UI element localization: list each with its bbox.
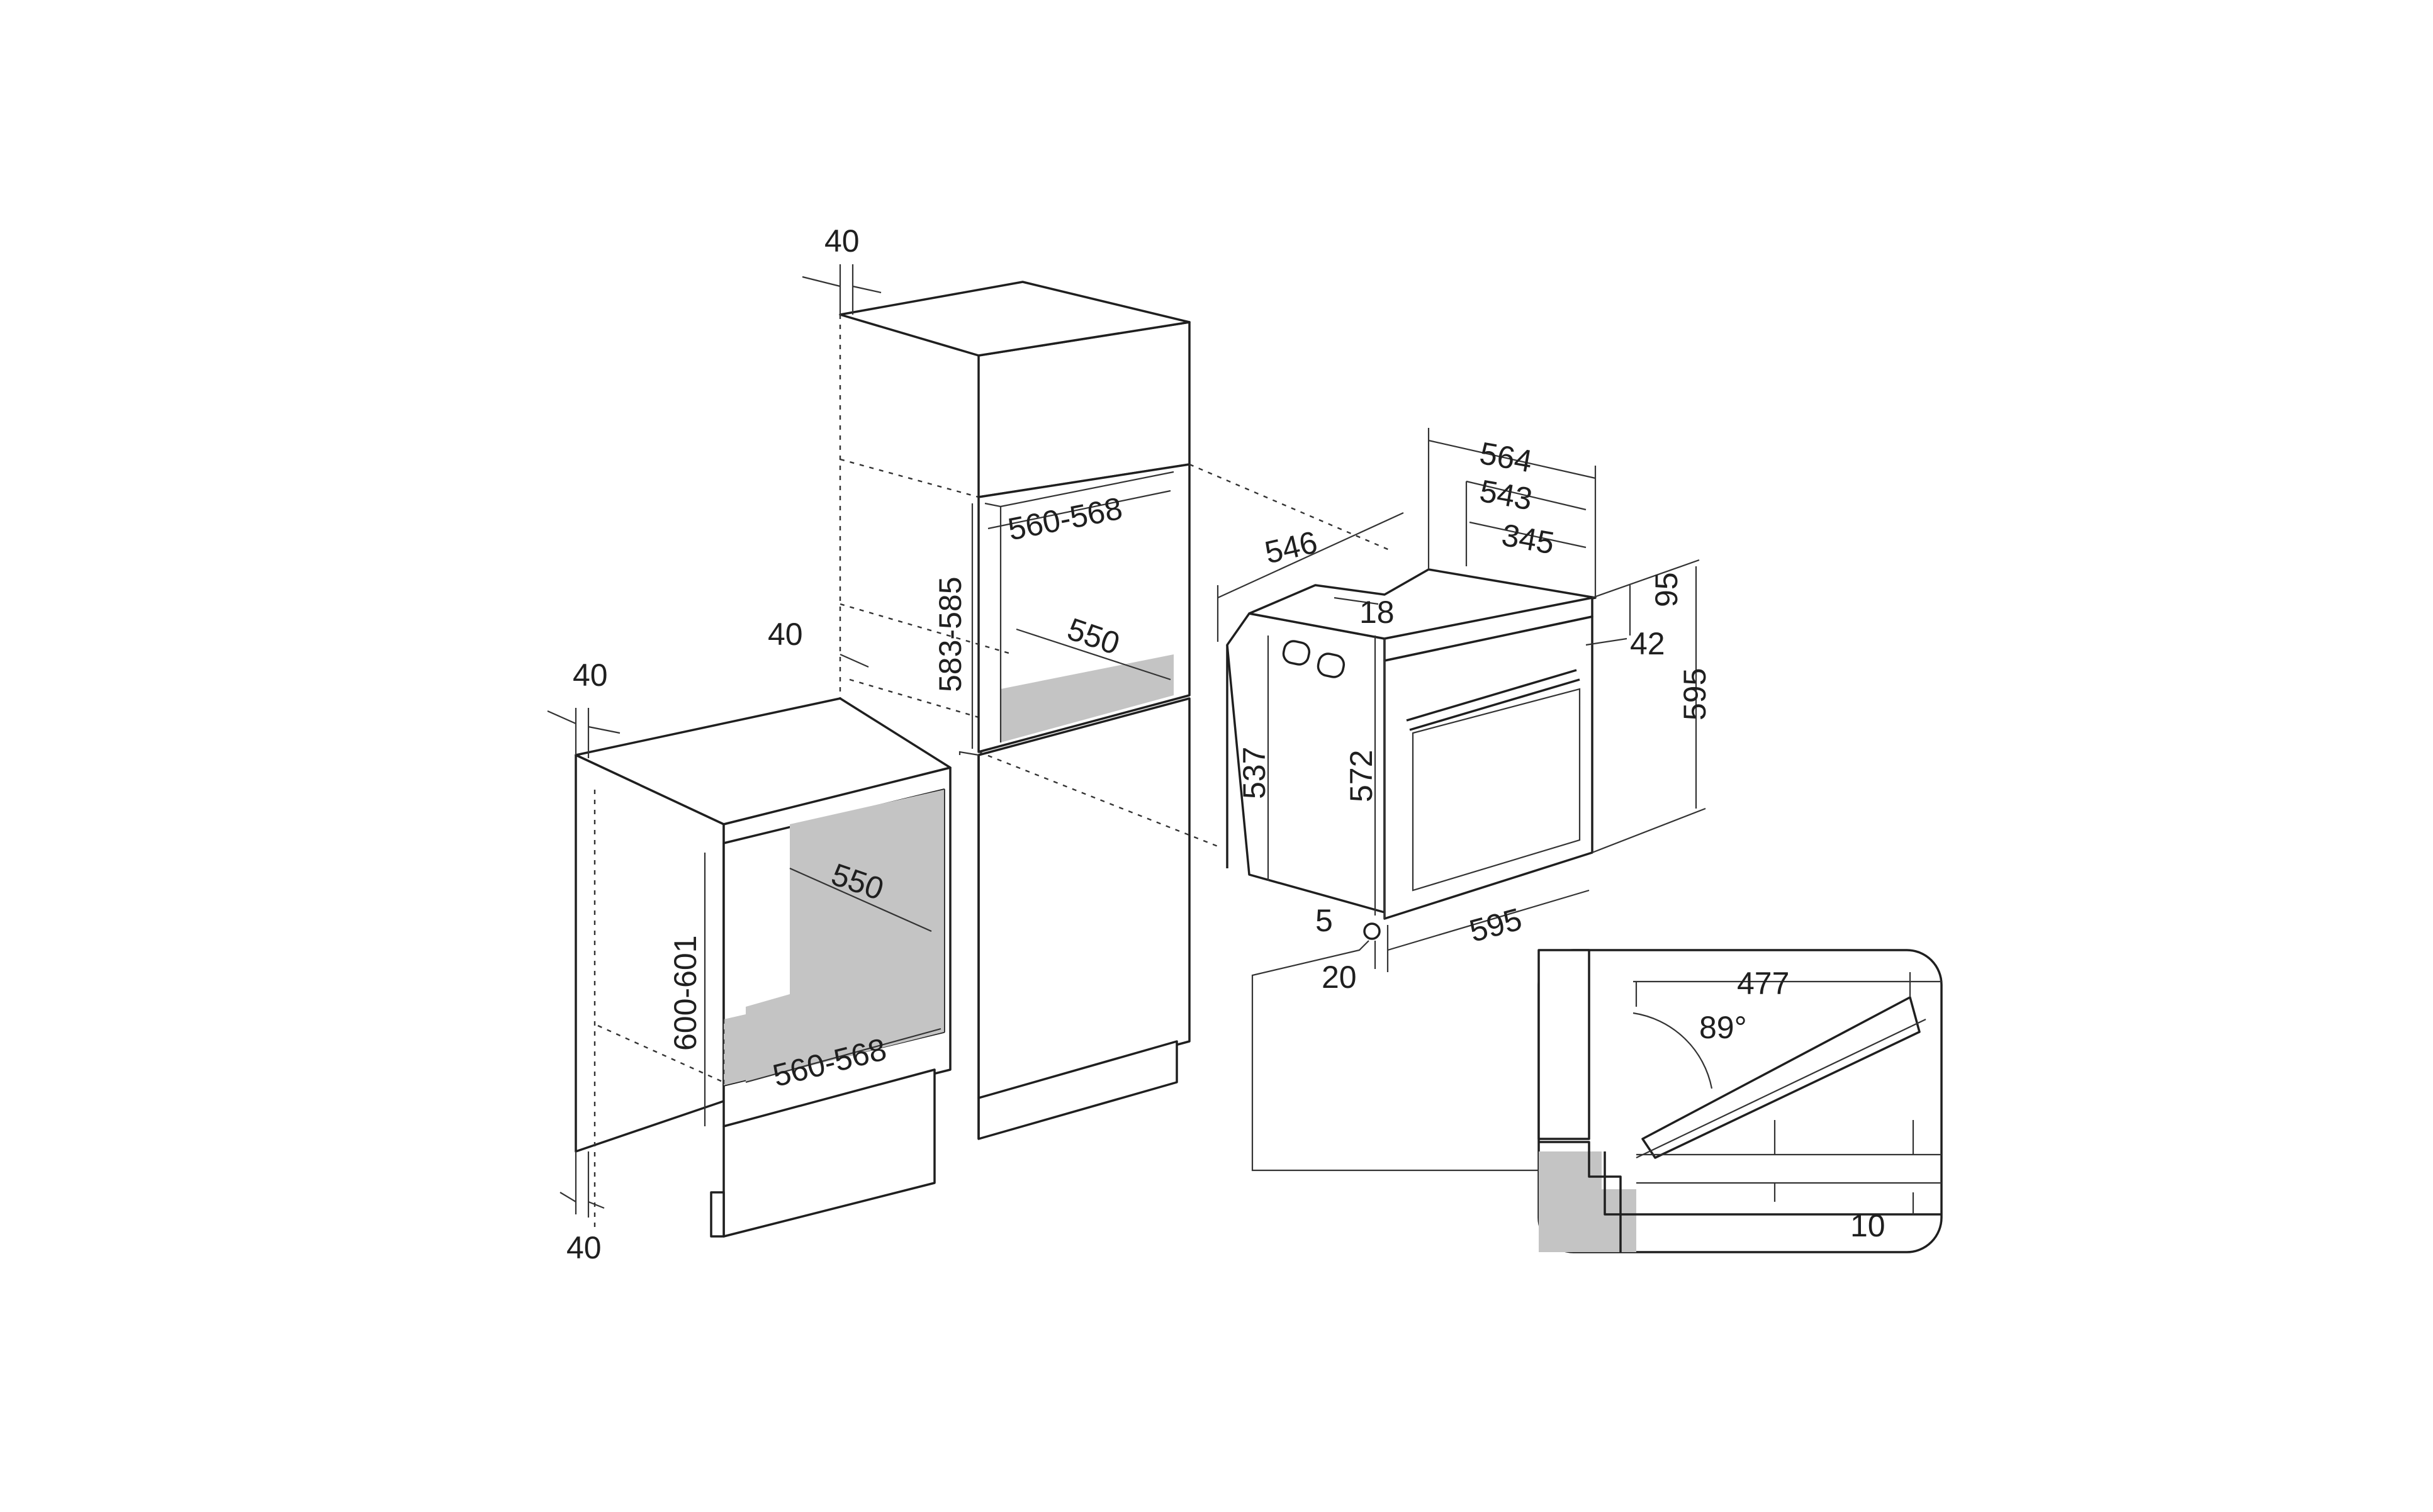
label-oven-572: 572 bbox=[1344, 750, 1379, 802]
label-oven-537: 537 bbox=[1237, 747, 1272, 799]
label-oven-564: 564 bbox=[1477, 435, 1535, 479]
label-tall-top-40: 40 bbox=[824, 223, 860, 259]
base-cabinet bbox=[575, 697, 952, 1238]
label-oven-543: 543 bbox=[1477, 473, 1535, 517]
label-base-height: 600-601 bbox=[668, 936, 703, 1051]
label-oven-18: 18 bbox=[1359, 595, 1395, 630]
dimension-lines bbox=[547, 264, 1914, 1218]
label-tall-height: 583-585 bbox=[933, 577, 968, 693]
label-oven-20: 20 bbox=[1322, 960, 1357, 995]
label-detail-10: 10 bbox=[1850, 1208, 1885, 1243]
label-oven-5: 5 bbox=[1315, 903, 1333, 938]
tall-cabinet bbox=[839, 281, 1191, 1140]
label-base-bottom-40: 40 bbox=[566, 1230, 602, 1265]
label-oven-95: 95 bbox=[1649, 572, 1684, 607]
label-oven-546: 546 bbox=[1262, 524, 1321, 570]
label-tall-side-40: 40 bbox=[768, 617, 803, 652]
label-detail-angle: 89° bbox=[1699, 1010, 1747, 1045]
label-oven-42: 42 bbox=[1630, 626, 1665, 661]
label-oven-595-height: 595 bbox=[1677, 668, 1712, 720]
label-detail-477: 477 bbox=[1737, 966, 1789, 1001]
label-oven-595-width: 595 bbox=[1466, 901, 1526, 949]
door-detail-inset bbox=[1251, 922, 1943, 1253]
label-oven-345: 345 bbox=[1499, 517, 1557, 561]
label-base-top-40: 40 bbox=[573, 658, 608, 693]
oven-unit bbox=[840, 463, 1597, 920]
